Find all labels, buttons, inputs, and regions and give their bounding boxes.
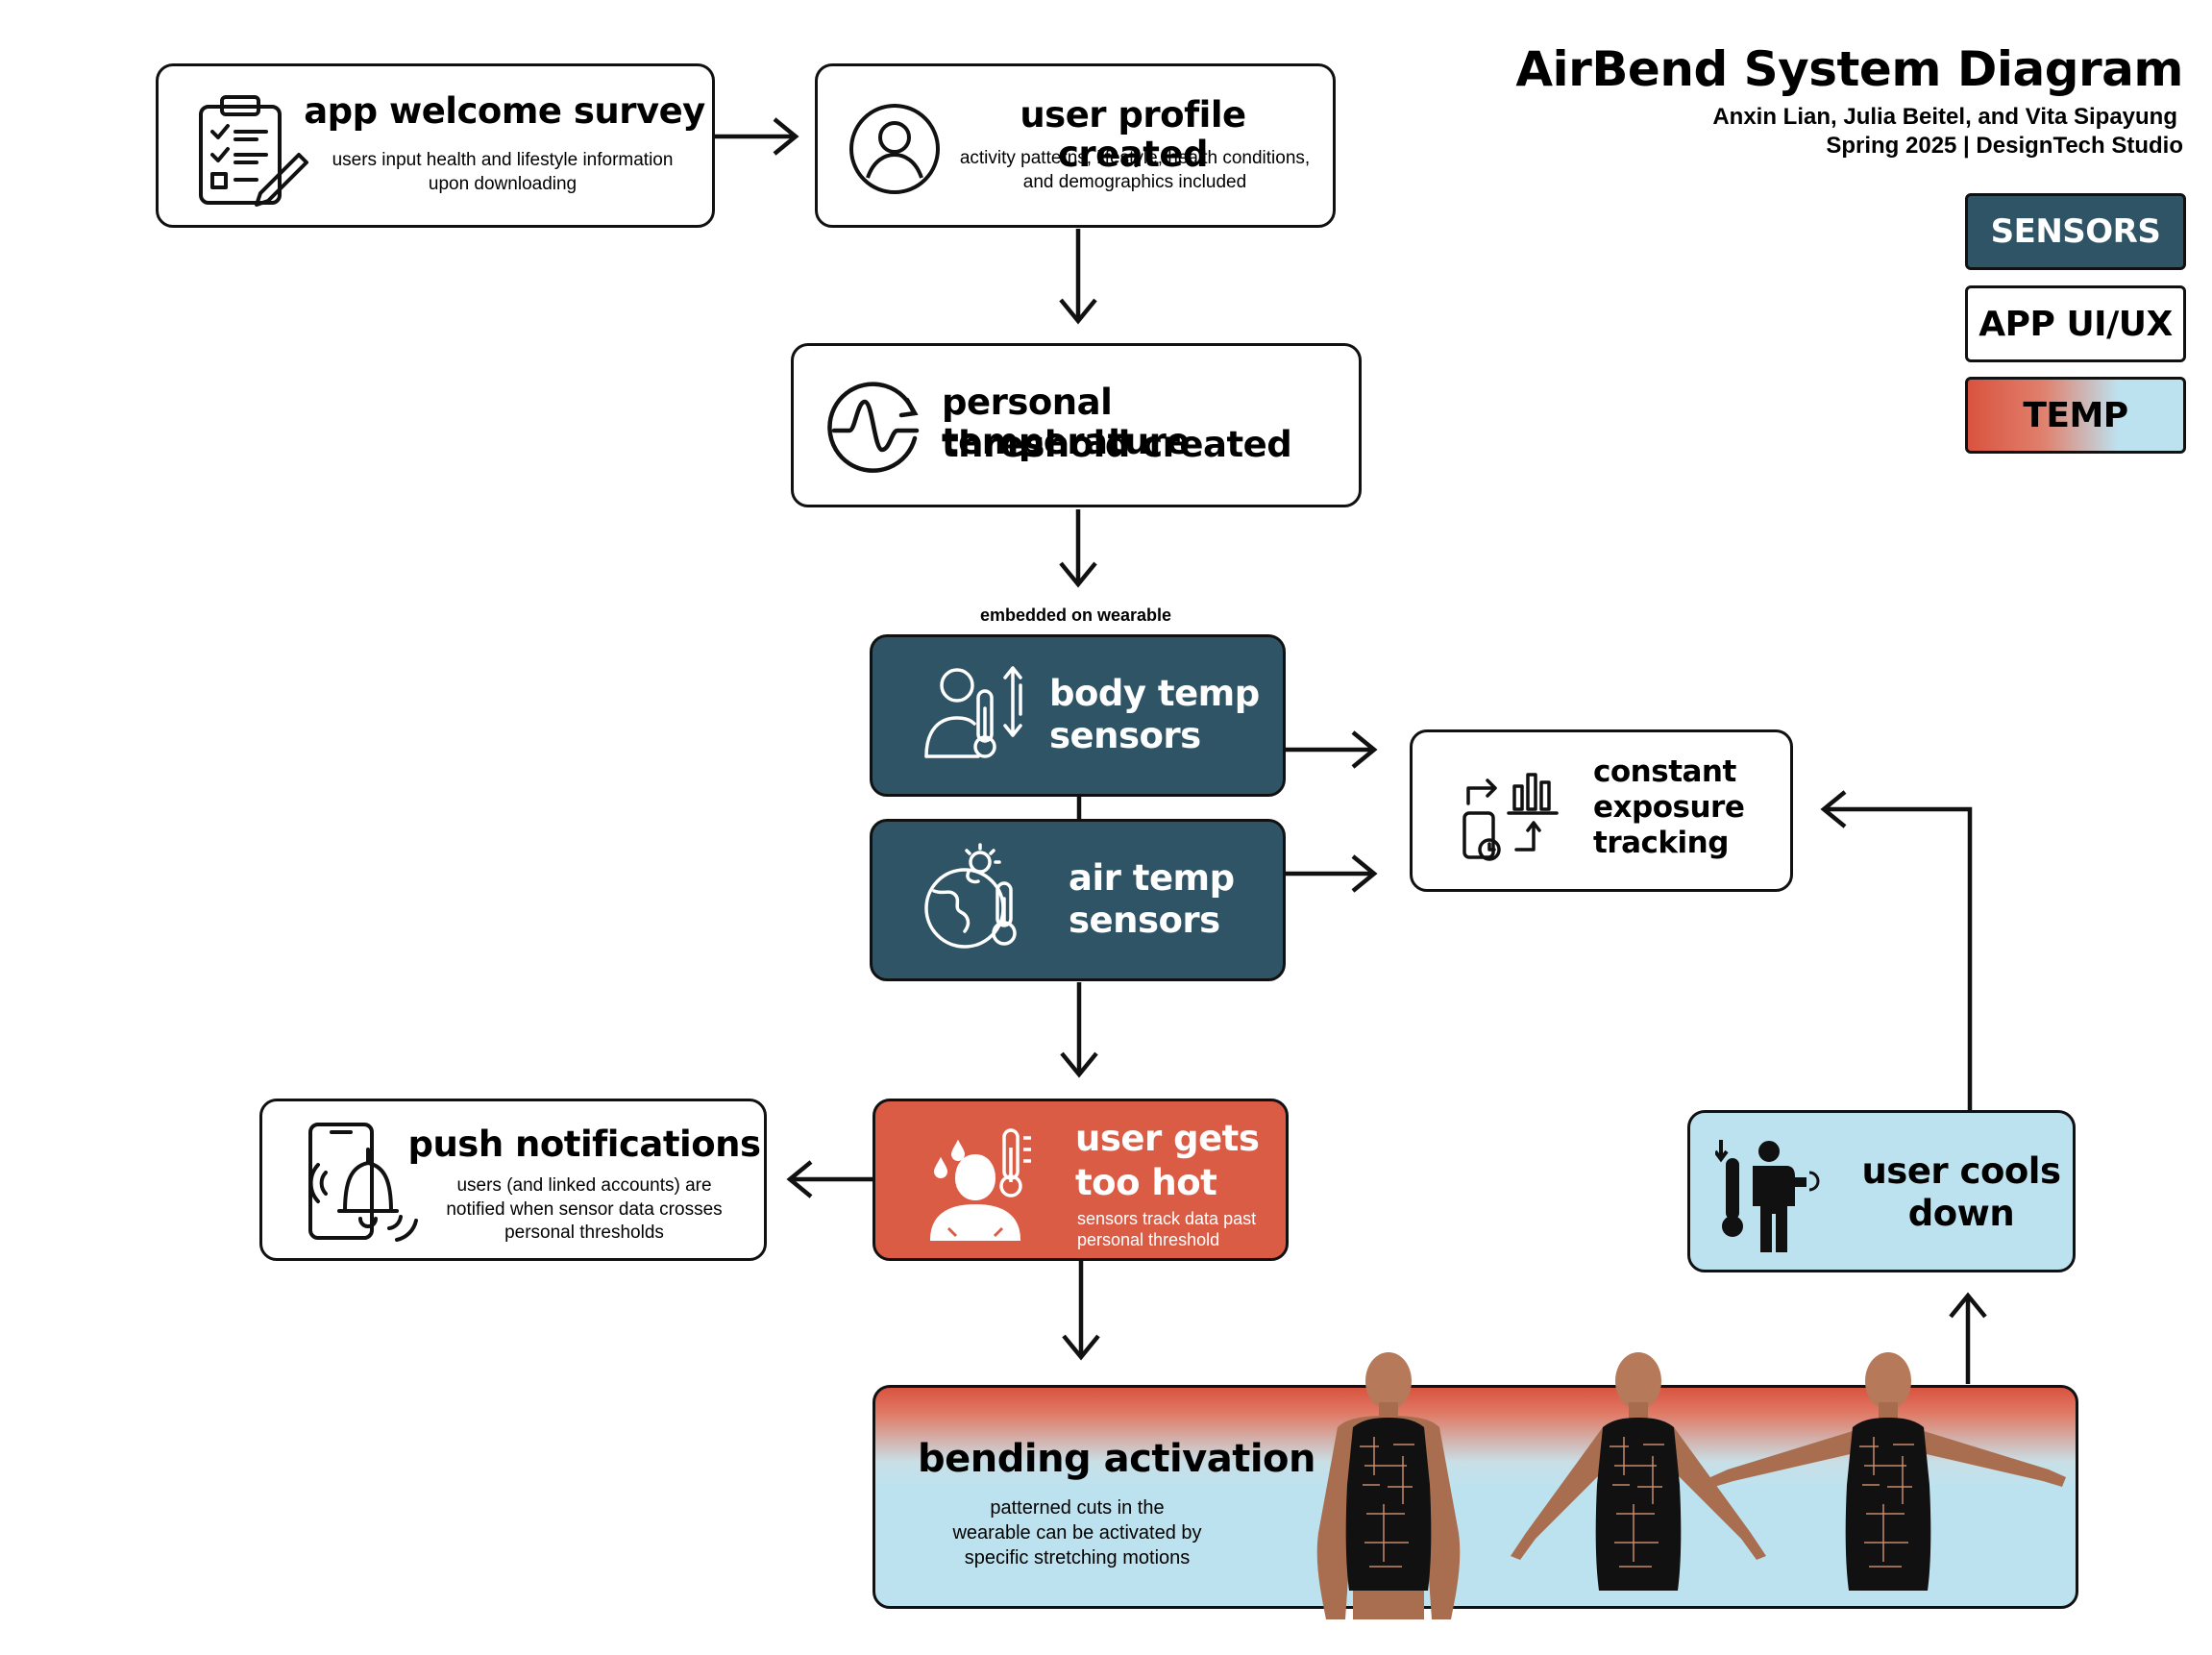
sweating-person-icon [929,1128,1031,1241]
push-title: push notifications [407,1124,761,1165]
user-icon [849,104,940,194]
threshold-title-2: threshold created [942,424,1292,465]
body-thermometer-icon [924,666,1022,758]
profile-title: user profile created [1020,94,1246,176]
profile-desc: activity patterns, lifestyle, health con… [959,148,1311,192]
body-sensors-title-2: sensors [1049,715,1201,756]
figure-arms-down [1316,1352,1461,1619]
wearable-figures-illustration [1316,1352,2066,1619]
node-user-cools-down: user cools down [1687,1110,2076,1272]
node-body-temp-sensors: body temp sensors [870,634,1286,797]
legend-temp: TEMP [1965,377,2186,454]
node-air-temp-sensors: air temp sensors [870,819,1286,981]
legend-sensors-label: SENSORS [1990,212,2161,251]
too-hot-desc-2: personal threshold [1077,1230,1220,1249]
tracking-title-1: constant [1593,754,1736,789]
cools-title-2: down [1907,1193,2015,1234]
phone-bell-icon [308,1123,418,1242]
too-hot-title-2: too hot [1075,1162,1217,1203]
arrow-cools-to-tracking [1826,806,1973,1110]
tracking-title-2: exposure [1593,790,1745,825]
page-title: AirBend System Diagram [1515,41,2183,97]
node-user-profile: user profile created activity patterns, … [815,63,1336,228]
node-threshold: personal temperature threshold created [791,343,1362,507]
legend-app-label: APP UI/UX [1979,304,2173,344]
push-desc: users (and linked accounts) are notified… [446,1175,723,1244]
node-app-welcome-survey: app welcome survey users input health an… [156,63,715,228]
earth-thermometer-icon [924,843,1017,949]
body-sensors-title-1: body temp [1049,673,1260,714]
waveform-cycle-icon [827,382,920,473]
node-user-too-hot: user gets too hot sensors track data pas… [873,1099,1289,1261]
node-push-notifications: push notifications users (and linked acc… [259,1099,767,1261]
legend-sensors: SENSORS [1965,193,2186,270]
legend-app: APP UI/UX [1965,285,2186,362]
survey-desc: users input health and lifestyle informa… [332,150,674,194]
phone-chart-icon [1462,773,1559,861]
node-exposure-tracking: constant exposure tracking [1410,729,1793,892]
bending-desc: patterned cuts in the wearable can be ac… [952,1497,1202,1569]
figure-arms-horizontal [1710,1352,2066,1591]
figure-arms-diagonal [1511,1352,1766,1591]
term: Spring 2025 | DesignTech Studio [1826,133,2183,159]
authors: Anxin Lian, Julia Beitel, and Vita Sipay… [1712,104,2177,130]
tracking-title-3: tracking [1593,826,1729,860]
bending-title: bending activation [918,1437,1316,1481]
legend-temp-label: TEMP [2023,395,2128,435]
checklist-icon [199,95,308,207]
survey-title: app welcome survey [304,90,705,132]
embedded-label: embedded on wearable [980,605,1172,625]
too-hot-desc-1: sensors track data past [1077,1209,1257,1228]
too-hot-title-1: user gets [1075,1118,1260,1159]
air-sensors-title-1: air temp [1069,857,1235,899]
threshold-title-1: personal temperature [942,382,1191,463]
air-sensors-title-2: sensors [1069,900,1220,941]
person-thermometer-icon [1715,1140,1820,1252]
cools-title-1: user cools [1861,1150,2061,1192]
